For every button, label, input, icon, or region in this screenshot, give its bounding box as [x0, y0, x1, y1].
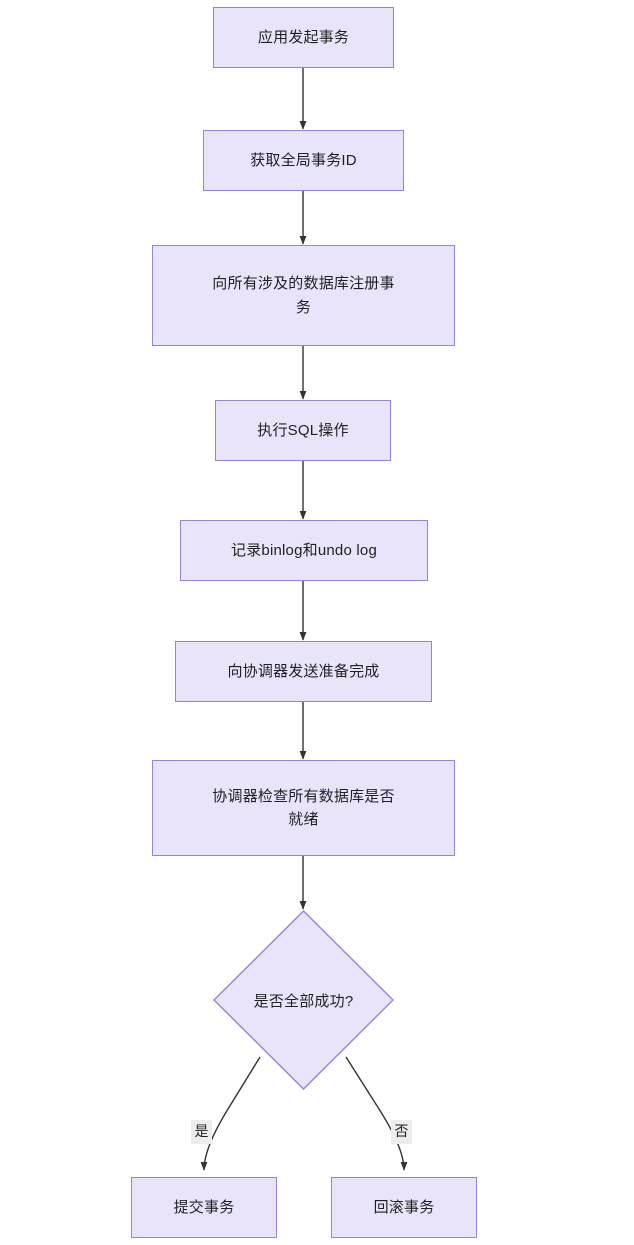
node-label: 协调器检查所有数据库是否 就绪	[212, 787, 395, 828]
node-label: 执行SQL操作	[257, 421, 349, 439]
decision-label: 是否全部成功?	[253, 992, 354, 1010]
diamond-shape	[213, 910, 394, 1090]
node-coordinator-check[interactable]: 协调器检查所有数据库是否 就绪	[152, 760, 455, 856]
edge-label-yes: 是	[191, 1120, 212, 1144]
edge-label-no-text: 否	[394, 1123, 409, 1139]
node-write-logs[interactable]: 记录binlog和undo log	[180, 520, 428, 581]
node-label: 向协调器发送准备完成	[227, 662, 380, 680]
node-label: 回滚事务	[373, 1198, 435, 1216]
node-register-transaction[interactable]: 向所有涉及的数据库注册事 务	[152, 245, 455, 346]
node-label: 记录binlog和undo log	[231, 541, 377, 559]
node-label: 提交事务	[173, 1198, 235, 1216]
edge-label-yes-text: 是	[194, 1123, 209, 1139]
node-commit-transaction[interactable]: 提交事务	[131, 1177, 277, 1238]
node-rollback-transaction[interactable]: 回滚事务	[331, 1177, 477, 1238]
node-send-prepared[interactable]: 向协调器发送准备完成	[175, 641, 432, 702]
node-label: 应用发起事务	[257, 28, 350, 46]
node-execute-sql[interactable]: 执行SQL操作	[215, 400, 391, 461]
node-label: 获取全局事务ID	[250, 151, 357, 169]
node-label: 向所有涉及的数据库注册事 务	[212, 275, 395, 316]
node-get-global-xid[interactable]: 获取全局事务ID	[203, 130, 404, 191]
node-start-transaction[interactable]: 应用发起事务	[213, 7, 394, 68]
node-decision-all-success[interactable]: 是否全部成功?	[213, 910, 394, 1090]
edge-label-no: 否	[391, 1120, 412, 1144]
